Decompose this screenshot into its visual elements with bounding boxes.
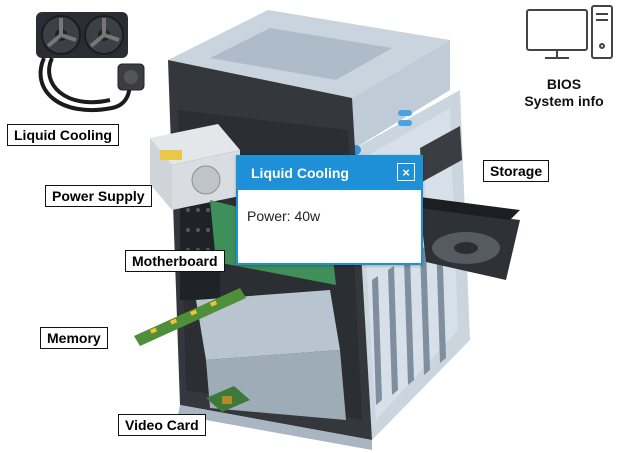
close-icon[interactable]: × xyxy=(397,163,415,181)
dialog-body-text: Power: 40w xyxy=(247,208,321,224)
label-liquid-cooling[interactable]: Liquid Cooling xyxy=(7,124,119,146)
liquid-cooler-image[interactable] xyxy=(36,12,145,112)
label-storage[interactable]: Storage xyxy=(483,160,550,182)
dialog-header: Liquid Cooling × xyxy=(238,157,421,190)
bios-system-info-label[interactable]: BIOS System info xyxy=(516,76,612,110)
desktop-computer-icon[interactable] xyxy=(526,5,613,59)
dialog-title: Liquid Cooling xyxy=(251,165,349,181)
video-card-chip-image[interactable] xyxy=(206,386,250,412)
label-power-supply[interactable]: Power Supply xyxy=(45,185,152,207)
label-motherboard[interactable]: Motherboard xyxy=(125,250,225,272)
storage-drive-image[interactable] xyxy=(404,196,520,280)
info-dialog: Liquid Cooling × Power: 40w xyxy=(236,155,423,265)
label-memory[interactable]: Memory xyxy=(40,327,108,349)
power-supply-image[interactable] xyxy=(150,124,240,210)
bios-line-1: BIOS xyxy=(546,76,582,92)
label-video-card[interactable]: Video Card xyxy=(118,414,206,436)
bios-line-2: System info xyxy=(524,93,604,109)
memory-stick-image[interactable] xyxy=(134,288,246,346)
